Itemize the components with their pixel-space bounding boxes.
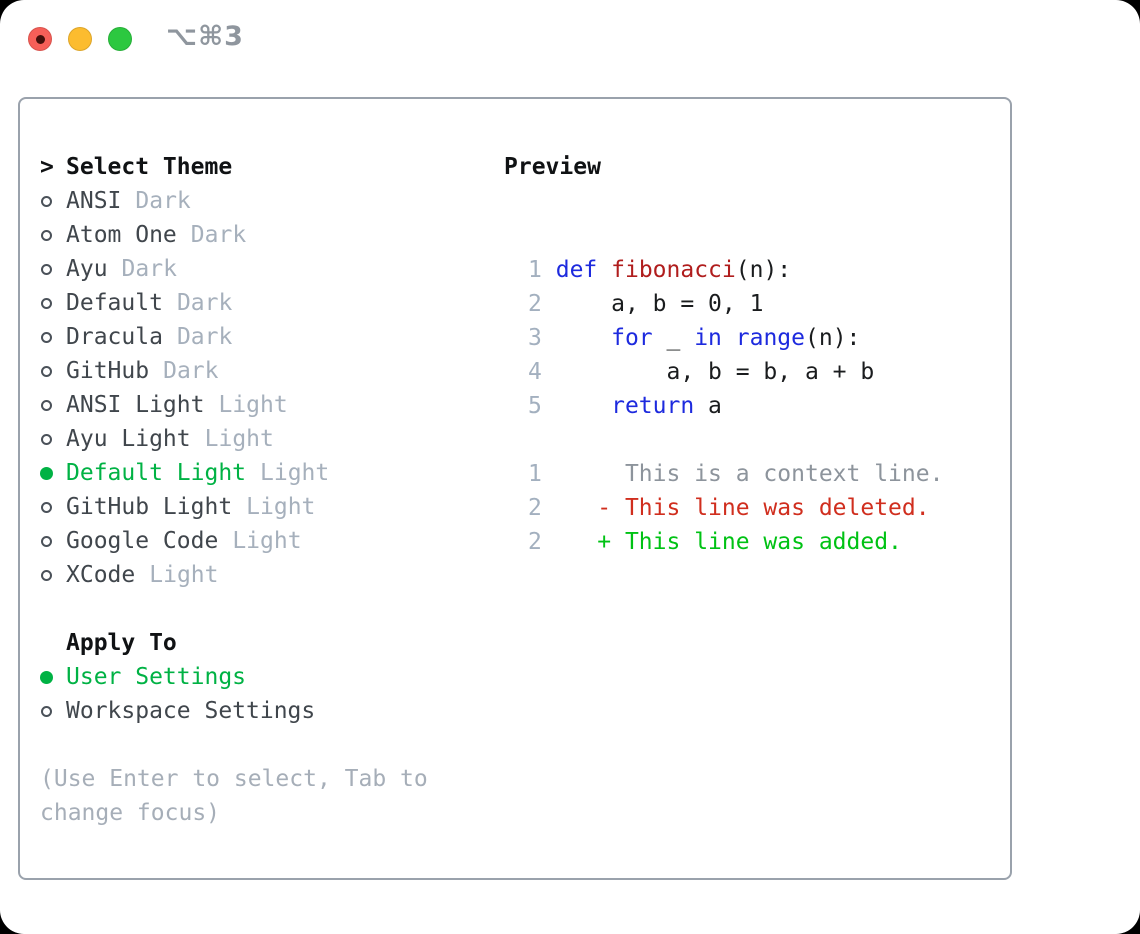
line-number: 2 — [528, 291, 542, 317]
radio-unselected-icon — [41, 195, 52, 207]
option-label: Default — [66, 290, 163, 316]
option-label: Ayu — [66, 256, 108, 282]
zoom-button[interactable] — [108, 27, 132, 51]
line-number: 2 — [528, 529, 542, 555]
option-label: Workspace Settings — [66, 698, 316, 724]
theme-variant-tag: Light — [260, 460, 330, 486]
code-line: 2 + This line was added. — [528, 529, 902, 555]
spacer — [40, 728, 428, 762]
code-line: 5 return a — [528, 393, 722, 419]
window-controls — [28, 27, 132, 51]
line-number: 3 — [528, 325, 542, 351]
preview-pane: 1 def fibonacci(n): 2 a, b = 0, 1 3 for _ … — [512, 204, 988, 610]
line-number: 1 — [528, 257, 542, 283]
radio-unselected-icon — [41, 501, 52, 513]
theme-option-ayu[interactable]: Ayu Dark — [40, 252, 428, 286]
theme-variant-tag: Light — [204, 426, 274, 452]
selection-cursor-icon: > — [40, 154, 54, 180]
theme-variant-tag: Dark — [190, 222, 247, 248]
option-label: XCode — [66, 562, 136, 588]
option-label: GitHub — [66, 358, 150, 384]
close-button[interactable] — [28, 27, 52, 51]
option-label: GitHub Light — [66, 494, 233, 520]
code-line — [528, 423, 988, 457]
help-text-line-2: change focus) — [40, 800, 221, 826]
theme-variant-tag: Light — [232, 528, 302, 554]
apply-option-workspace-settings[interactable]: Workspace Settings — [40, 694, 428, 728]
radio-unselected-icon — [41, 365, 52, 377]
theme-option-atom-one[interactable]: Atom One Dark — [40, 218, 428, 252]
radio-unselected-icon — [41, 535, 52, 547]
keyboard-shortcut-label: ⌥⌘3 — [166, 21, 244, 52]
theme-variant-tag: Light — [149, 562, 219, 588]
theme-option-dracula[interactable]: Dracula Dark — [40, 320, 428, 354]
radio-unselected-icon — [41, 297, 52, 309]
theme-variant-tag: Dark — [135, 188, 191, 214]
theme-option-ansi-light[interactable]: ANSI Light Light — [40, 388, 428, 422]
option-label: ANSI Light — [66, 392, 205, 418]
theme-option-default-light[interactable]: Default Light Light — [40, 456, 428, 490]
theme-variant-tag: Dark — [176, 324, 233, 350]
code-line: 1 def fibonacci(n): — [528, 257, 792, 283]
option-label: Ayu Light — [66, 426, 191, 452]
code-preview: 1 def fibonacci(n): 2 a, b = 0, 1 3 for _ … — [512, 204, 988, 559]
option-label: Dracula — [66, 324, 163, 350]
line-number: 1 — [528, 461, 542, 487]
select-theme-header: > Select Theme — [40, 150, 428, 184]
theme-option-ayu-light[interactable]: Ayu Light Light — [40, 422, 428, 456]
apply-option-user-settings[interactable]: User Settings — [40, 660, 428, 694]
code-line: 3 for _ in range(n): — [528, 325, 861, 351]
theme-variant-tag: Light — [218, 392, 288, 418]
line-number: 2 — [528, 495, 542, 521]
radio-unselected-icon — [41, 399, 52, 411]
select-theme-title: Select Theme — [66, 154, 233, 180]
radio-selected-icon — [40, 466, 53, 480]
spacer — [40, 592, 428, 626]
apply-to-header: Apply To — [40, 626, 428, 660]
theme-variant-tag: Light — [246, 494, 316, 520]
help-text-line-1: (Use Enter to select, Tab to — [40, 766, 428, 792]
radio-unselected-icon — [41, 433, 52, 445]
theme-variant-tag: Dark — [163, 358, 219, 384]
theme-variant-tag: Dark — [121, 256, 177, 282]
line-number: 4 — [528, 359, 542, 385]
option-label: Atom One — [66, 222, 177, 248]
theme-option-github-light[interactable]: GitHub Light Light — [40, 490, 428, 524]
option-label: Default Light — [66, 460, 247, 486]
theme-variant-tag: Dark — [176, 290, 233, 316]
radio-selected-icon — [40, 670, 53, 684]
minimize-button[interactable] — [68, 27, 92, 51]
option-label: User Settings — [66, 664, 247, 690]
option-label: Google Code — [66, 528, 219, 554]
line-number: 5 — [528, 393, 542, 419]
apply-to-title: Apply To — [66, 630, 177, 656]
code-line: 2 a, b = 0, 1 — [528, 291, 764, 317]
theme-option-github[interactable]: GitHub Dark — [40, 354, 428, 388]
code-line: 2 - This line was deleted. — [528, 495, 930, 521]
radio-unselected-icon — [41, 229, 52, 241]
radio-unselected-icon — [41, 569, 52, 581]
radio-unselected-icon — [41, 705, 52, 717]
theme-option-google-code[interactable]: Google Code Light — [40, 524, 428, 558]
preview-title: Preview — [504, 154, 601, 180]
radio-unselected-icon — [41, 263, 52, 275]
option-label: ANSI — [66, 188, 122, 214]
modified-indicator-icon — [35, 34, 45, 44]
radio-unselected-icon — [41, 331, 52, 343]
theme-option-ansi[interactable]: ANSI Dark — [40, 184, 428, 218]
code-line: 4 a, b = b, a + b — [528, 359, 875, 385]
theme-option-default[interactable]: Default Dark — [40, 286, 428, 320]
code-line: 1 This is a context line. — [528, 461, 944, 487]
theme-option-xcode[interactable]: XCode Light — [40, 558, 428, 592]
